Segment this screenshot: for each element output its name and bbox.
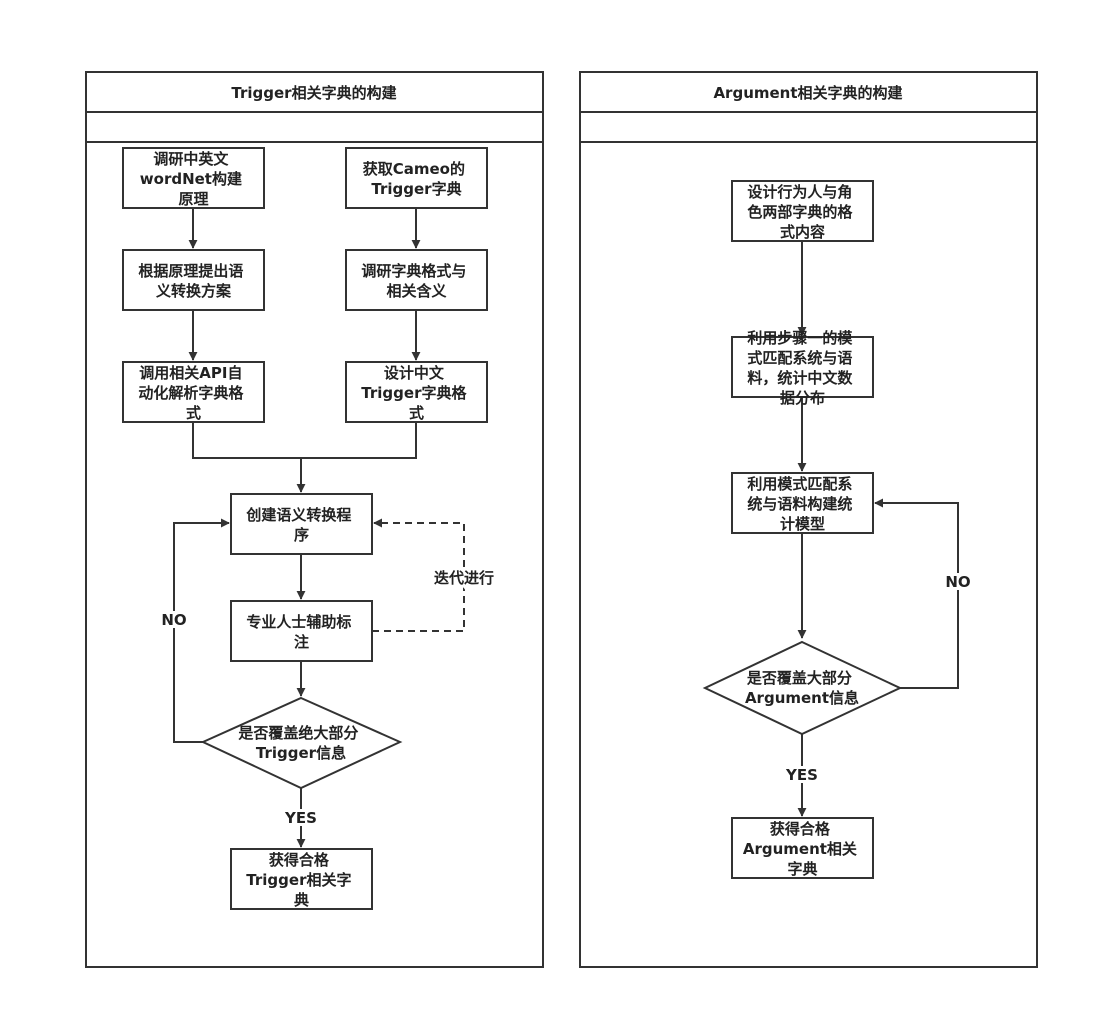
edge-label-trigger-yes: YES [284,809,317,827]
node-t6-box [345,361,488,423]
edge-label-argument-no: NO [945,573,970,591]
node-a4-decision [702,640,903,736]
edge-label-trigger-no: NO [161,611,186,629]
node-a1: 设计行为人与角 色两部字典的格 式内容 [731,180,874,242]
node-a5-box [731,817,874,879]
trigger-edges [173,208,465,848]
node-t8-label: 专业人士辅助标 注 [246,613,356,651]
node-a5-label: 获得合格 Argument相关 字典 [743,820,862,878]
edge-label-iterate: 迭代进行 [434,569,494,587]
node-a3-box [731,472,874,534]
node-t2-box [122,249,265,311]
node-t8: 专业人士辅助标 注 [230,600,373,662]
node-a2-label: 利用步骤一的模 式匹配系统与语 料，统计中文数 据分布 [747,329,857,407]
node-a1-label: 设计行为人与角 色两部字典的格 式内容 [747,183,857,241]
node-t3: 调用相关API自 动化解析字典格 式 [122,361,265,423]
node-t7-box [230,493,373,555]
edge-t8-t7-iterate [372,518,465,632]
node-t10-label: 获得合格 Trigger相关字 典 [246,851,356,909]
node-t8-box [230,600,373,662]
node-t4-label: 获取Cameo的 Trigger字典 [363,160,470,198]
node-a3: 利用模式匹配系 统与语料构建统 计模型 [731,472,874,534]
node-t5: 调研字典格式与 相关含义 [345,249,488,311]
node-a1-box [731,180,874,242]
node-t9-decision [200,696,403,790]
node-t5-box [345,249,488,311]
node-t2-label: 根据原理提出语 义转换方案 [138,262,248,300]
node-t3-label: 调用相关API自 动化解析字典格 式 [138,364,248,422]
node-t4-box [345,147,488,209]
node-a4-label: 是否覆盖大部分 Argument信息 [745,669,859,707]
edge-t9-t7-no [173,518,230,743]
node-t6: 设计中文 Trigger字典格 式 [345,361,488,423]
node-t1-box [122,147,265,209]
node-a5: 获得合格 Argument相关 字典 [731,817,874,879]
lane-trigger-title: Trigger相关字典的构建 [231,84,397,102]
node-t10-box [230,848,373,910]
node-t6-label: 设计中文 Trigger字典格 式 [361,364,471,422]
node-t10: 获得合格 Trigger相关字 典 [230,848,373,910]
node-a2: 利用步骤一的模 式匹配系统与语 料，统计中文数 据分布 [731,329,874,407]
node-t2: 根据原理提出语 义转换方案 [122,249,265,311]
edge-label-argument-yes: YES [785,766,818,784]
node-t9-label: 是否覆盖绝大部分 Trigger信息 [237,724,363,762]
node-t3-box [122,361,265,423]
lane-argument-title: Argument相关字典的构建 [713,84,903,102]
edge-a4-a3-no [874,498,959,689]
node-t4: 获取Cameo的 Trigger字典 [345,147,488,209]
node-t7: 创建语义转换程 序 [230,493,373,555]
argument-edges [797,241,959,817]
node-t1-label: 调研中英文 wordNet构建 原理 [140,150,247,208]
node-t7-label: 创建语义转换程 序 [245,506,356,544]
node-t1: 调研中英文 wordNet构建 原理 [122,147,265,209]
node-t5-label: 调研字典格式与 相关含义 [361,262,471,300]
node-a4: 是否覆盖大部分 Argument信息 [702,640,903,736]
node-a3-label: 利用模式匹配系 统与语料构建统 计模型 [747,475,857,533]
node-a2-box [731,336,874,398]
node-t9: 是否覆盖绝大部分 Trigger信息 [200,696,403,790]
edge-merge [192,422,417,459]
